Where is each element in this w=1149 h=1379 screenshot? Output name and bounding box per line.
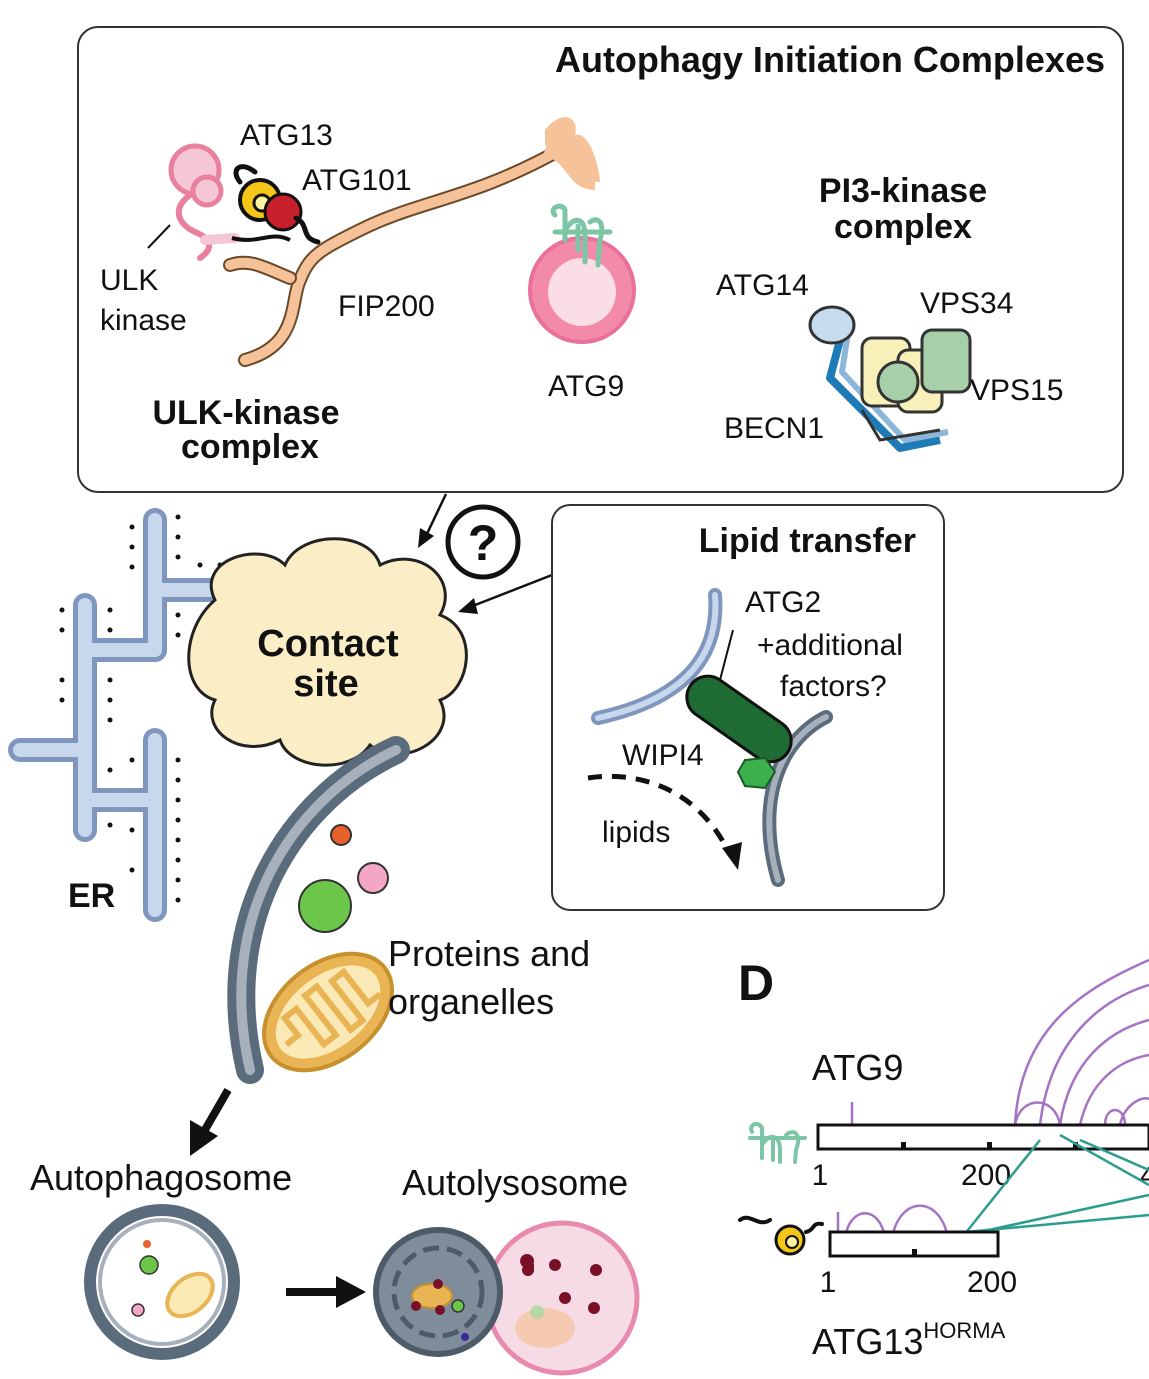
atg13-track-label: ATG13HORMA: [812, 1318, 1006, 1362]
question-mark: ?: [468, 515, 499, 571]
autolysosome-illustration: [373, 1220, 640, 1376]
pi3k-complex-illustration: [808, 305, 972, 452]
arrow-to-autophagosome: [190, 1087, 232, 1156]
cargo-orange: [330, 824, 352, 846]
fip200-label: FIP200: [338, 290, 435, 323]
atg2-label: ATG2: [745, 586, 821, 619]
atg101-label: ATG101: [302, 164, 412, 197]
lipids-label: lipids: [602, 816, 670, 849]
atg9-track: [816, 1123, 1149, 1151]
atg13-track-icon: [738, 1215, 824, 1256]
question-circle: [445, 504, 521, 580]
atg9-label: ATG9: [548, 370, 624, 403]
atg9-track-label: ATG9: [812, 1047, 903, 1088]
atg9-vesicle-illustration: [528, 203, 636, 344]
additional-factors-line2: factors?: [780, 670, 887, 703]
pi3k-title-line2: complex: [834, 208, 972, 246]
contact-site-line2: site: [293, 663, 358, 705]
arrow-to-autolysosome: [286, 1276, 366, 1308]
atg13-label: ATG13: [240, 119, 333, 152]
atg13-superscript: HORMA: [923, 1318, 1005, 1343]
atg9-tick-400: 4: [1140, 1159, 1149, 1192]
lipid-transfer-title: Lipid transfer: [699, 522, 916, 560]
atg13-tick-200: 200: [967, 1266, 1017, 1299]
cargo-pink: [357, 862, 389, 894]
er-label: ER: [68, 877, 115, 915]
ulk-pointer: [147, 224, 171, 249]
crosslink-arcs: [836, 958, 1149, 1239]
atg13-name: ATG13: [812, 1321, 923, 1362]
atg13-track: [828, 1230, 1000, 1258]
atg9-tick-1: 1: [812, 1159, 829, 1192]
wipi4-label: WIPI4: [622, 739, 704, 772]
contact-site-line1: Contact: [257, 623, 399, 665]
panel-d-letter: D: [738, 955, 774, 1011]
autolysosome-label: Autolysosome: [402, 1162, 628, 1203]
atg13-tick-1: 1: [820, 1266, 837, 1299]
ulk-label-line1: ULK: [100, 264, 158, 297]
arrow-from-lipid-box: [458, 573, 553, 614]
crosslink-lines: [879, 1133, 1149, 1247]
additional-factors-line1: +additional: [757, 629, 903, 662]
becn1-label: BECN1: [724, 412, 824, 445]
lipid-transfer-illustration: [587, 588, 833, 887]
mitochondrion: [262, 951, 394, 1073]
autophagosome-illustration: [84, 1204, 240, 1360]
cargo-green: [298, 879, 352, 933]
pi3k-title-line1: PI3-kinase: [819, 172, 987, 210]
ulk-complex-title-line2: complex: [181, 428, 319, 466]
vps15-label: VPS15: [970, 374, 1063, 407]
cargo-label-line2: organelles: [388, 981, 554, 1022]
ulk-label-line2: kinase: [100, 304, 187, 337]
atg9-track-icon: [748, 1121, 807, 1164]
autophagosome-label: Autophagosome: [30, 1157, 292, 1198]
ulk-kinase-complex-illustration: [168, 117, 600, 367]
arrow-to-contact-site: [418, 493, 448, 548]
vps34-label: VPS34: [920, 287, 1013, 320]
er-illustration: [8, 508, 267, 922]
ulk-complex-title-line1: ULK-kinase: [152, 394, 339, 432]
box-title: Autophagy Initiation Complexes: [555, 39, 1105, 80]
atg14-label: ATG14: [716, 269, 809, 302]
cargo-label-line1: Proteins and: [388, 933, 590, 974]
contact-site-cloud: [187, 537, 468, 767]
